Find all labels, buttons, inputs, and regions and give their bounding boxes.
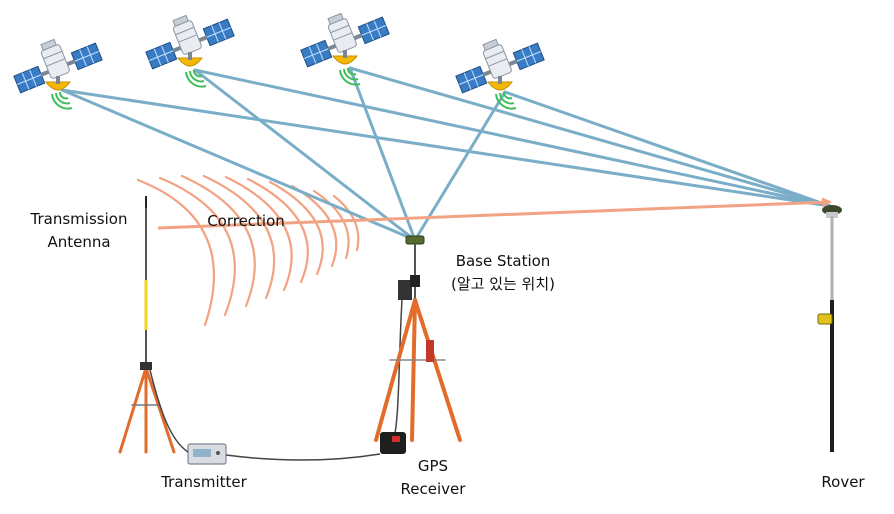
satellite-icon bbox=[138, 1, 235, 70]
label-transmitter: Transmitter bbox=[160, 473, 247, 491]
gps-receiver-icon bbox=[380, 432, 406, 454]
radio-waves bbox=[136, 174, 360, 327]
cables bbox=[149, 299, 403, 461]
satellite-icon bbox=[448, 25, 545, 94]
label-rover: Rover bbox=[821, 473, 865, 491]
label-gps-receiver-line2: Receiver bbox=[401, 480, 467, 498]
label-correction: Correction bbox=[207, 212, 285, 230]
tripod-icon bbox=[374, 298, 462, 442]
label-base-station-note: (알고 있는 위치) bbox=[451, 275, 555, 293]
base-station bbox=[374, 235, 462, 442]
transmitter-box-icon bbox=[187, 443, 227, 465]
correction-arrow bbox=[157, 197, 832, 230]
tripod-icon bbox=[118, 362, 176, 454]
label-transmission-antenna-line1: Transmission bbox=[30, 210, 128, 228]
satellite-icon bbox=[6, 25, 103, 94]
rover-pole-icon bbox=[817, 205, 842, 452]
label-transmission-antenna-line2: Antenna bbox=[47, 233, 110, 251]
satellite-signal-lines bbox=[60, 66, 832, 242]
satellite-icon bbox=[293, 0, 390, 68]
transmission-antenna bbox=[118, 196, 176, 454]
label-base-station: Base Station bbox=[456, 252, 551, 270]
label-gps-receiver-line1: GPS bbox=[418, 457, 448, 475]
